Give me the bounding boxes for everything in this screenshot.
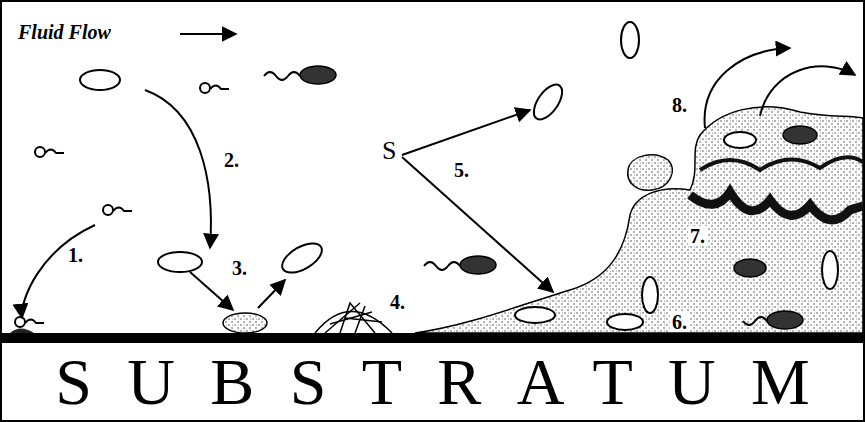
cell-part (734, 259, 766, 277)
callout-number: 7. (688, 226, 707, 246)
cell-part (528, 80, 567, 124)
conditioning-film-part (325, 303, 360, 333)
biofilm-mass-part (415, 107, 863, 333)
conditioning-film-part (315, 312, 392, 334)
cell-part (642, 277, 658, 313)
small-bacterium-part (200, 83, 229, 93)
flagellated-cell-part (300, 66, 336, 84)
process-arrow-part (22, 225, 95, 318)
cell-part (621, 22, 639, 58)
process-arrow (22, 48, 855, 318)
small-bacterium-part (103, 205, 132, 215)
cell-part (277, 237, 326, 278)
process-arrow-part (190, 272, 233, 310)
flow-label: Fluid Flow (16, 22, 113, 42)
callout-number: 5. (452, 160, 471, 180)
conditioning-film-part (355, 306, 365, 333)
flow-arrow-part (180, 33, 236, 35)
attachment-blob-part (223, 313, 267, 333)
callout-number: 8. (670, 95, 689, 115)
cell (80, 22, 838, 330)
flagellated-cell-part (743, 317, 767, 325)
flagellated-cell-part (460, 256, 496, 274)
process-arrow-part (402, 157, 553, 292)
process-arrow-part (145, 90, 211, 248)
conditioning-film-part (345, 318, 382, 322)
cell-part (783, 126, 817, 144)
flagellated-cell (264, 66, 803, 329)
flow-arrow (180, 34, 236, 35)
small-bacterium (15, 83, 229, 327)
cell-part (158, 252, 202, 272)
callout-number: 2. (222, 150, 241, 170)
small-bacterium-part (15, 317, 44, 327)
surface-band (0, 333, 865, 343)
conditioning-film (315, 303, 392, 333)
substratum-band: SUBSTRATUM (2, 343, 863, 420)
process-arrow-part (760, 66, 855, 116)
cell-part (724, 132, 756, 148)
substratum-label: SUBSTRATUM (20, 349, 845, 415)
microcolony-band (690, 157, 863, 220)
microcolony-band-part (700, 157, 863, 170)
callout-number: 6. (670, 312, 689, 332)
callout-number: 1. (66, 245, 85, 265)
flagellated-cell-part (424, 262, 460, 270)
microcolony-band-part (690, 192, 863, 220)
biofilm-mass (415, 107, 863, 333)
flagellated-cell-part (264, 72, 300, 80)
attachment-blob (10, 313, 267, 333)
cell-part (80, 70, 120, 90)
cell-part (822, 251, 838, 289)
cell-part (607, 314, 643, 330)
callout-number: S (380, 138, 398, 164)
biofilm-mass-part (628, 155, 673, 190)
callout-number: 3. (230, 258, 249, 278)
process-arrow-part (705, 48, 790, 128)
small-bacterium-part (35, 147, 64, 157)
flagellated-cell-part (767, 311, 803, 329)
attachment-blob-part (10, 329, 34, 334)
callout-number: 4. (388, 292, 407, 312)
cell-part (515, 307, 555, 323)
process-arrow-part (258, 280, 285, 308)
process-arrow-part (402, 110, 530, 155)
